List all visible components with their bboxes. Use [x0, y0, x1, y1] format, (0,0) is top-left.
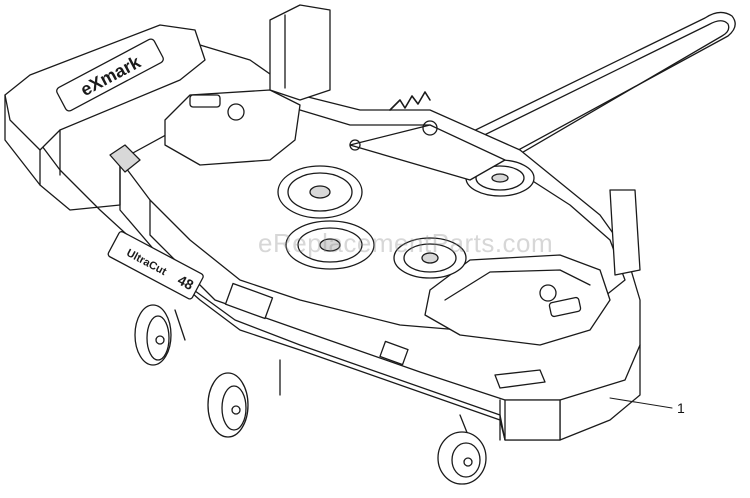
pulley-right	[393, 237, 467, 279]
idler-arm	[349, 91, 506, 181]
caster-wheel-left	[134, 304, 186, 366]
caster-wheel-right	[437, 414, 487, 485]
caster-wheel-center	[207, 359, 281, 438]
tension-spring	[389, 91, 431, 111]
right-bracket	[609, 189, 641, 276]
deck-badge-size: 48	[175, 272, 196, 294]
right-cover	[424, 254, 611, 346]
part-callout-label: 1	[677, 400, 685, 416]
callout-leader-line	[609, 397, 673, 409]
pulley-left	[277, 165, 363, 219]
center-cover	[164, 89, 301, 166]
rear-bracket	[269, 4, 331, 101]
warning-decals	[109, 144, 546, 389]
pulley-center	[285, 220, 375, 270]
drive-belt	[454, 11, 736, 163]
